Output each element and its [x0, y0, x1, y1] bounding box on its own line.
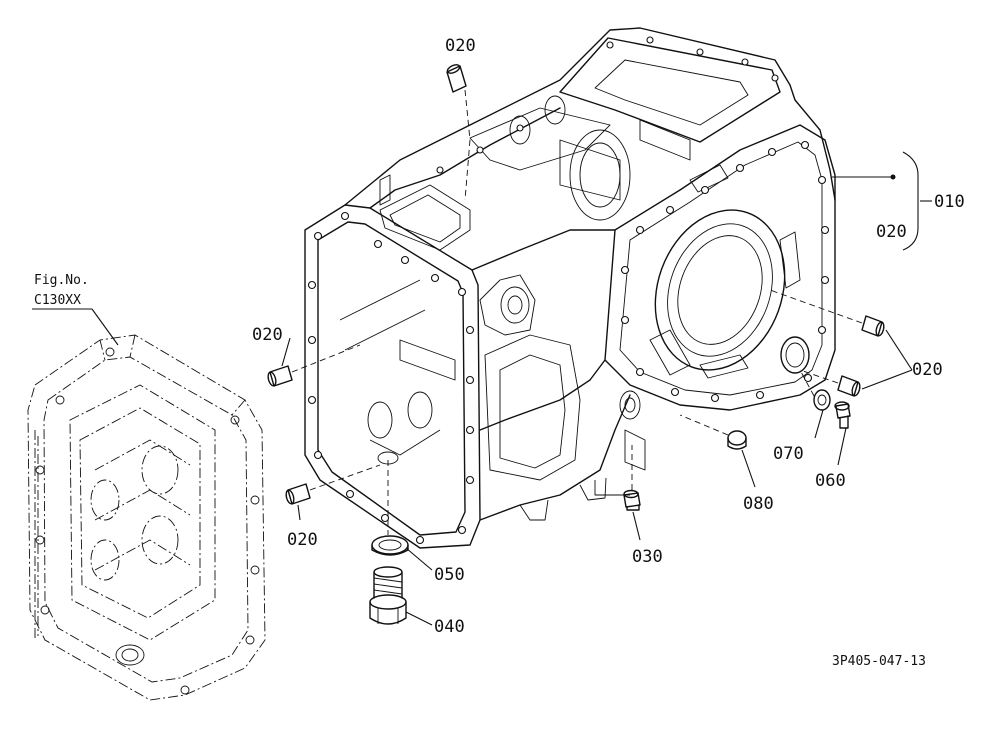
part-label-070: 070 [773, 444, 804, 464]
reference-housing-c130xx [27, 334, 266, 701]
part-label-020-top: 020 [445, 36, 476, 56]
plug-080 [679, 414, 747, 450]
dowel-pin-right-upper [769, 289, 885, 337]
part-label-040: 040 [434, 617, 465, 637]
washer-070 [799, 369, 831, 411]
figure-reference: Fig.No. C130XX [32, 273, 119, 346]
drawing-code: 3P405-047-13 [832, 654, 926, 669]
dowel-pin-right-lower [799, 369, 861, 397]
plug-bolt-060 [834, 401, 851, 429]
part-label-020-left-upper: 020 [252, 325, 283, 345]
part-label-080: 080 [743, 494, 774, 514]
part-label-060: 060 [815, 471, 846, 491]
part-label-020-right: 020 [912, 360, 943, 380]
transmission-case [304, 27, 836, 549]
drain-fitting-040 [369, 566, 407, 625]
part-label-030: 030 [632, 547, 663, 567]
part-label-050: 050 [434, 565, 465, 585]
figure-ref-number: C130XX [34, 293, 81, 308]
plug-030 [594, 445, 641, 511]
dowel-pin-left-lower [285, 464, 381, 505]
dowel-pin-top [446, 64, 471, 201]
figure-ref-label: Fig.No. [34, 273, 89, 288]
seal-050 [371, 535, 409, 556]
leader-lines [281, 151, 932, 626]
part-label-020-left-lower: 020 [287, 530, 318, 550]
part-label-010: 010 [934, 192, 965, 212]
part-label-020-bracket: 020 [876, 222, 907, 242]
dowel-pin-left-upper [267, 344, 361, 387]
drain-port [377, 451, 399, 465]
